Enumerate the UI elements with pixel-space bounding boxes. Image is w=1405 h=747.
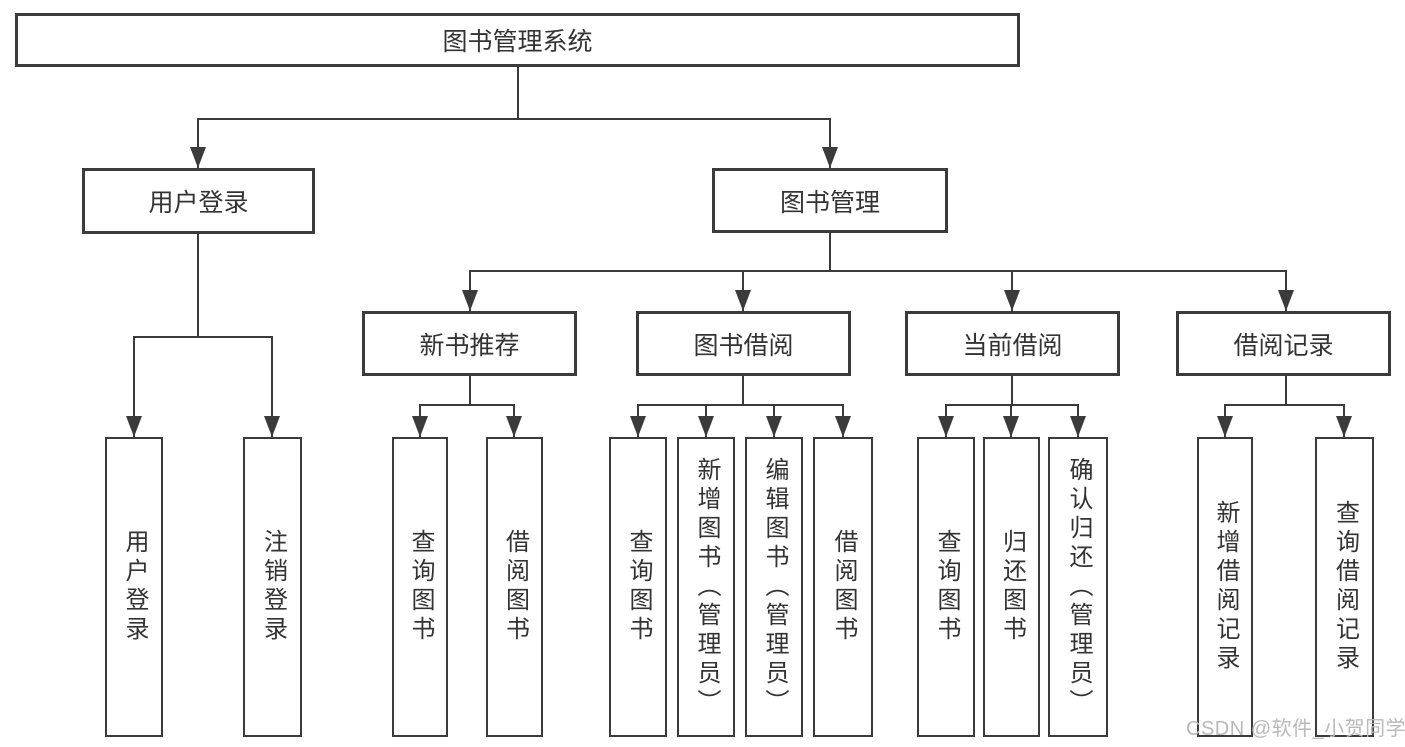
node-book-borrowing-label: 图书借阅 [693, 331, 794, 360]
node-new-book-recommend: 新书推荐 [362, 311, 577, 376]
leaf-add-books-admin: 新增图书（管理员） [677, 437, 735, 737]
connector-user-login-rail [133, 336, 273, 338]
arrow-head [126, 416, 142, 437]
leaf-borrowing-borrow-books-label: 借阅图书 [830, 529, 857, 645]
arrow-head [630, 416, 646, 437]
arrow-head [1004, 290, 1020, 311]
arrow-head [822, 147, 838, 168]
leaf-recommend-borrow-books-label: 借阅图书 [501, 529, 529, 645]
connector-arrow-line [271, 336, 273, 437]
node-book-management: 图书管理 [712, 168, 948, 233]
leaf-user-login: 用户登录 [105, 437, 163, 737]
arrow-head [835, 416, 851, 437]
arrow-head [412, 416, 428, 437]
arrow-head [264, 416, 280, 437]
leaf-recommend-query-books-label: 查询图书 [407, 529, 434, 645]
arrow-head [462, 290, 478, 311]
arrow-head [1278, 290, 1294, 311]
connector-arrow-line [197, 118, 199, 168]
connector-level3-rail [469, 270, 1287, 272]
connector-book-management-stem [829, 233, 831, 272]
node-current-borrowing: 当前借阅 [905, 311, 1120, 376]
connector-new-book-recommend-stem [469, 376, 471, 405]
leaf-recommend-query-books: 查询图书 [392, 437, 448, 737]
node-borrowing-records: 借阅记录 [1176, 311, 1391, 376]
leaf-add-borrow-record: 新增借阅记录 [1197, 437, 1253, 737]
arrow-head [766, 416, 782, 437]
arrow-head [1336, 416, 1352, 437]
node-book-management-label: 图书管理 [779, 188, 880, 217]
connector-root-stem [517, 67, 519, 120]
connector-borrowing-records-rail [1224, 404, 1345, 406]
leaf-current-query-books: 查询图书 [917, 437, 975, 737]
leaf-return-books-label: 归还图书 [998, 529, 1026, 645]
node-user-login: 用户登录 [82, 168, 315, 234]
arrow-head [506, 416, 522, 437]
connector-current-borrowing-rail [945, 404, 1079, 406]
connector-new-book-recommend-rail [419, 404, 515, 406]
arrow-head [1070, 416, 1086, 437]
leaf-logout-label: 注销登录 [259, 529, 287, 645]
connector-arrow-line [133, 336, 135, 437]
node-borrowing-records-label: 借阅记录 [1233, 331, 1334, 360]
leaf-borrowing-borrow-books: 借阅图书 [813, 437, 873, 737]
leaf-user-login-label: 用户登录 [121, 529, 148, 645]
arrow-head [938, 416, 954, 437]
leaf-borrowing-query-books-label: 查询图书 [625, 529, 652, 645]
arrow-head [698, 416, 714, 437]
leaf-edit-books-admin-label: 编辑图书（管理员） [761, 456, 788, 718]
arrow-head [190, 147, 206, 168]
arrow-head [1217, 416, 1233, 437]
connector-level1-rail [197, 118, 831, 120]
leaf-current-query-books-label: 查询图书 [933, 529, 960, 645]
leaf-confirm-return-admin-label: 确认归还（管理员） [1065, 456, 1092, 718]
node-current-borrowing-label: 当前借阅 [962, 331, 1063, 360]
arrow-head [735, 290, 751, 311]
leaf-return-books: 归还图书 [983, 437, 1040, 737]
node-new-book-recommend-label: 新书推荐 [419, 331, 520, 360]
leaf-borrowing-query-books: 查询图书 [609, 437, 667, 737]
leaf-logout: 注销登录 [243, 437, 302, 737]
leaf-edit-books-admin: 编辑图书（管理员） [745, 437, 803, 737]
leaf-confirm-return-admin: 确认归还（管理员） [1048, 437, 1108, 737]
leaf-recommend-borrow-books: 借阅图书 [486, 437, 543, 737]
node-book-borrowing: 图书借阅 [636, 311, 851, 376]
node-user-login-label: 用户登录 [148, 189, 249, 217]
arrow-head [1003, 416, 1019, 437]
connector-book-borrowing-stem [742, 376, 744, 405]
connector-user-login-stem [197, 234, 199, 336]
node-root-system-label: 图书管理系统 [442, 28, 593, 56]
leaf-query-borrow-record: 查询借阅记录 [1315, 437, 1374, 737]
leaf-add-books-admin-label: 新增图书（管理员） [693, 456, 720, 718]
csdn-watermark: CSDN @软件_小贺同学 [1186, 718, 1405, 740]
node-root-system: 图书管理系统 [15, 13, 1020, 67]
connector-book-borrowing-rail [637, 404, 844, 406]
leaf-add-borrow-record-label: 新增借阅记录 [1212, 500, 1239, 674]
connector-arrow-line [829, 118, 831, 168]
connector-current-borrowing-stem [1011, 376, 1013, 405]
leaf-query-borrow-record-label: 查询借阅记录 [1331, 500, 1359, 674]
connector-borrowing-records-stem [1285, 376, 1287, 405]
